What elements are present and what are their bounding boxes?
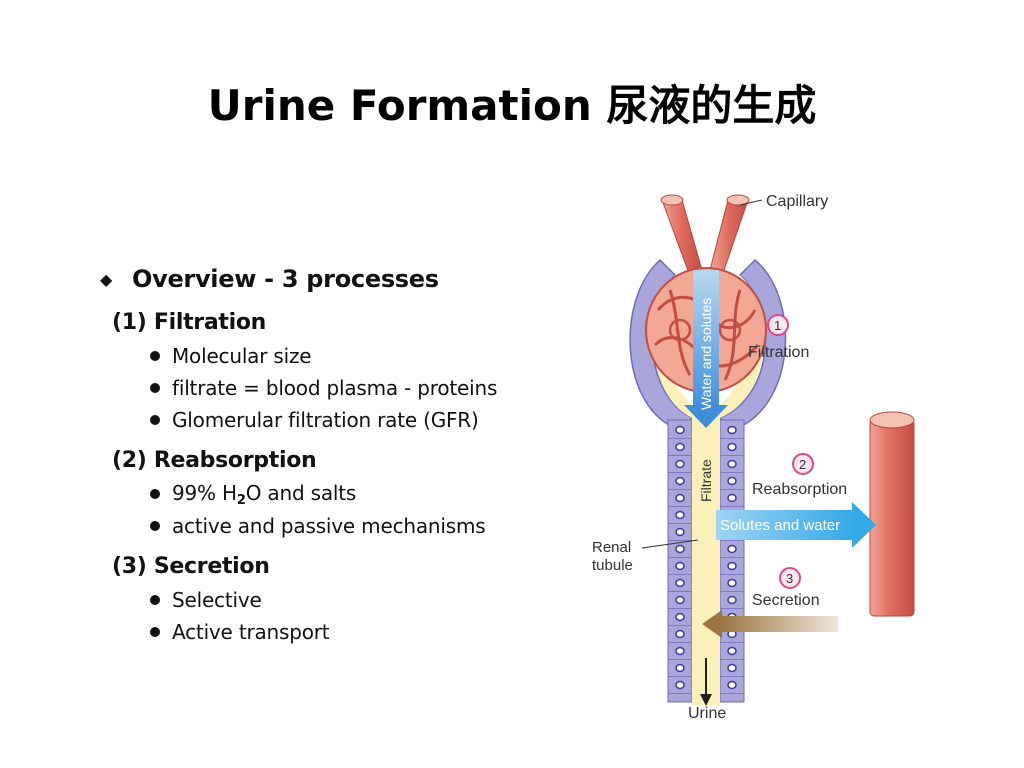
cell-nucleus-icon — [675, 510, 685, 520]
diamond-bullet-icon: ◆ — [100, 269, 113, 289]
cell-nucleus-icon — [727, 425, 737, 435]
cell-nucleus-icon — [727, 646, 737, 656]
peritubular-capillary — [869, 411, 915, 617]
renal-tubule-leader-line — [641, 539, 699, 549]
cell-nucleus-icon — [675, 544, 685, 554]
slide-content: ◆ Overview - 3 processes (1) Filtration … — [100, 262, 550, 648]
solutes-and-water-label: Solutes and water — [720, 517, 840, 534]
bullet-item: Active transport — [150, 616, 550, 648]
cell-nucleus-icon — [727, 680, 737, 690]
bullet-item: Selective — [150, 584, 550, 616]
bullet-dot-icon — [150, 415, 160, 425]
reabsorption-label: Reabsorption — [752, 481, 847, 498]
bullet-item: 99% H2O and salts — [150, 478, 550, 510]
cell-nucleus-icon — [675, 459, 685, 469]
capillary-leader-line — [739, 199, 763, 206]
step-3-number: 3 — [786, 571, 793, 586]
bullet-dot-icon — [150, 627, 160, 637]
bullet-item: active and passive mechanisms — [150, 510, 550, 542]
h2o-subscript: 2 — [236, 492, 246, 508]
filtration-label: Filtration — [748, 344, 809, 361]
bullet-item: filtrate = blood plasma - proteins — [150, 372, 550, 404]
step-1-circle-icon — [767, 314, 789, 336]
urine-label: Urine — [688, 705, 726, 722]
water-and-solutes-label: Water and solutes — [698, 298, 714, 410]
bullet-text: filtrate = blood plasma - proteins — [172, 376, 498, 400]
cell-nucleus-icon — [675, 442, 685, 452]
step-2-number: 2 — [799, 457, 806, 472]
cell-nucleus-icon — [675, 527, 685, 537]
cell-nucleus-icon — [675, 493, 685, 503]
cell-nucleus-icon — [675, 629, 685, 639]
cell-nucleus-icon — [675, 561, 685, 571]
cell-nucleus-icon — [675, 646, 685, 656]
h2o-prefix: 99% H — [172, 480, 237, 505]
bullet-item: Glomerular filtration rate (GFR) — [150, 404, 550, 436]
cell-nucleus-icon — [727, 578, 737, 588]
step-3-circle-icon — [779, 567, 801, 589]
cell-nucleus-icon — [675, 595, 685, 605]
cell-nucleus-icon — [675, 476, 685, 486]
bullet-text: 99% H2O and salts — [172, 481, 356, 508]
cell-nucleus-icon — [727, 493, 737, 503]
bullet-dot-icon — [150, 383, 160, 393]
tubule-cell-nuclei — [668, 425, 744, 694]
reabsorption-bullet-list: 99% H2O and salts active and passive mec… — [100, 478, 550, 542]
secretion-arrow — [702, 610, 838, 638]
cell-nucleus-icon — [727, 561, 737, 571]
renal-label: Renal — [592, 539, 631, 556]
h2o-suffix: O and salts — [245, 480, 357, 505]
overview-text: Overview - 3 processes — [132, 265, 439, 293]
bullet-text: Selective — [172, 588, 262, 612]
filtrate-label: Filtrate — [698, 459, 714, 502]
filtration-bullet-list: Molecular size filtrate = blood plasma -… — [100, 340, 550, 436]
afferent-efferent-vessels — [660, 194, 750, 277]
bullet-dot-icon — [150, 489, 160, 499]
bullet-text: Active transport — [172, 620, 330, 644]
reabsorption-arrow — [716, 502, 876, 548]
cell-nucleus-icon — [727, 544, 737, 554]
overview-heading: ◆ Overview - 3 processes — [100, 262, 550, 296]
bullet-text: active and passive mechanisms — [172, 514, 486, 538]
step-1-number: 1 — [774, 318, 781, 333]
cell-nucleus-icon — [675, 612, 685, 622]
bullet-text: Glomerular filtration rate (GFR) — [172, 408, 479, 432]
bullet-item: Molecular size — [150, 340, 550, 372]
cell-nucleus-icon — [727, 663, 737, 673]
urine-arrow — [700, 658, 712, 706]
nephron-diagram: Water and solutes Filtrate Capillary 1 F… — [592, 193, 915, 722]
cell-nucleus-icon — [675, 680, 685, 690]
cell-nucleus-icon — [727, 459, 737, 469]
cell-nucleus-icon — [727, 595, 737, 605]
slide-title: Urine Formation 尿液的生成 — [207, 81, 817, 130]
bullet-dot-icon — [150, 521, 160, 531]
secretion-label: Secretion — [752, 592, 820, 609]
cell-nucleus-icon — [675, 425, 685, 435]
process-reabsorption-heading: (2) Reabsorption — [112, 448, 317, 473]
capillary-label: Capillary — [766, 193, 828, 210]
cell-nucleus-icon — [675, 663, 685, 673]
bullet-dot-icon — [150, 351, 160, 361]
filtration-arrow — [684, 270, 728, 428]
cell-nucleus-icon — [727, 442, 737, 452]
step-2-circle-icon — [792, 453, 814, 475]
bullet-dot-icon — [150, 595, 160, 605]
process-secretion-heading: (3) Secretion — [112, 554, 270, 579]
cell-nucleus-icon — [675, 578, 685, 588]
tubule-label: tubule — [592, 557, 633, 574]
cell-nucleus-icon — [727, 476, 737, 486]
bullet-text: Molecular size — [172, 344, 312, 368]
process-filtration-heading: (1) Filtration — [112, 310, 267, 335]
secretion-bullet-list: Selective Active transport — [100, 584, 550, 648]
